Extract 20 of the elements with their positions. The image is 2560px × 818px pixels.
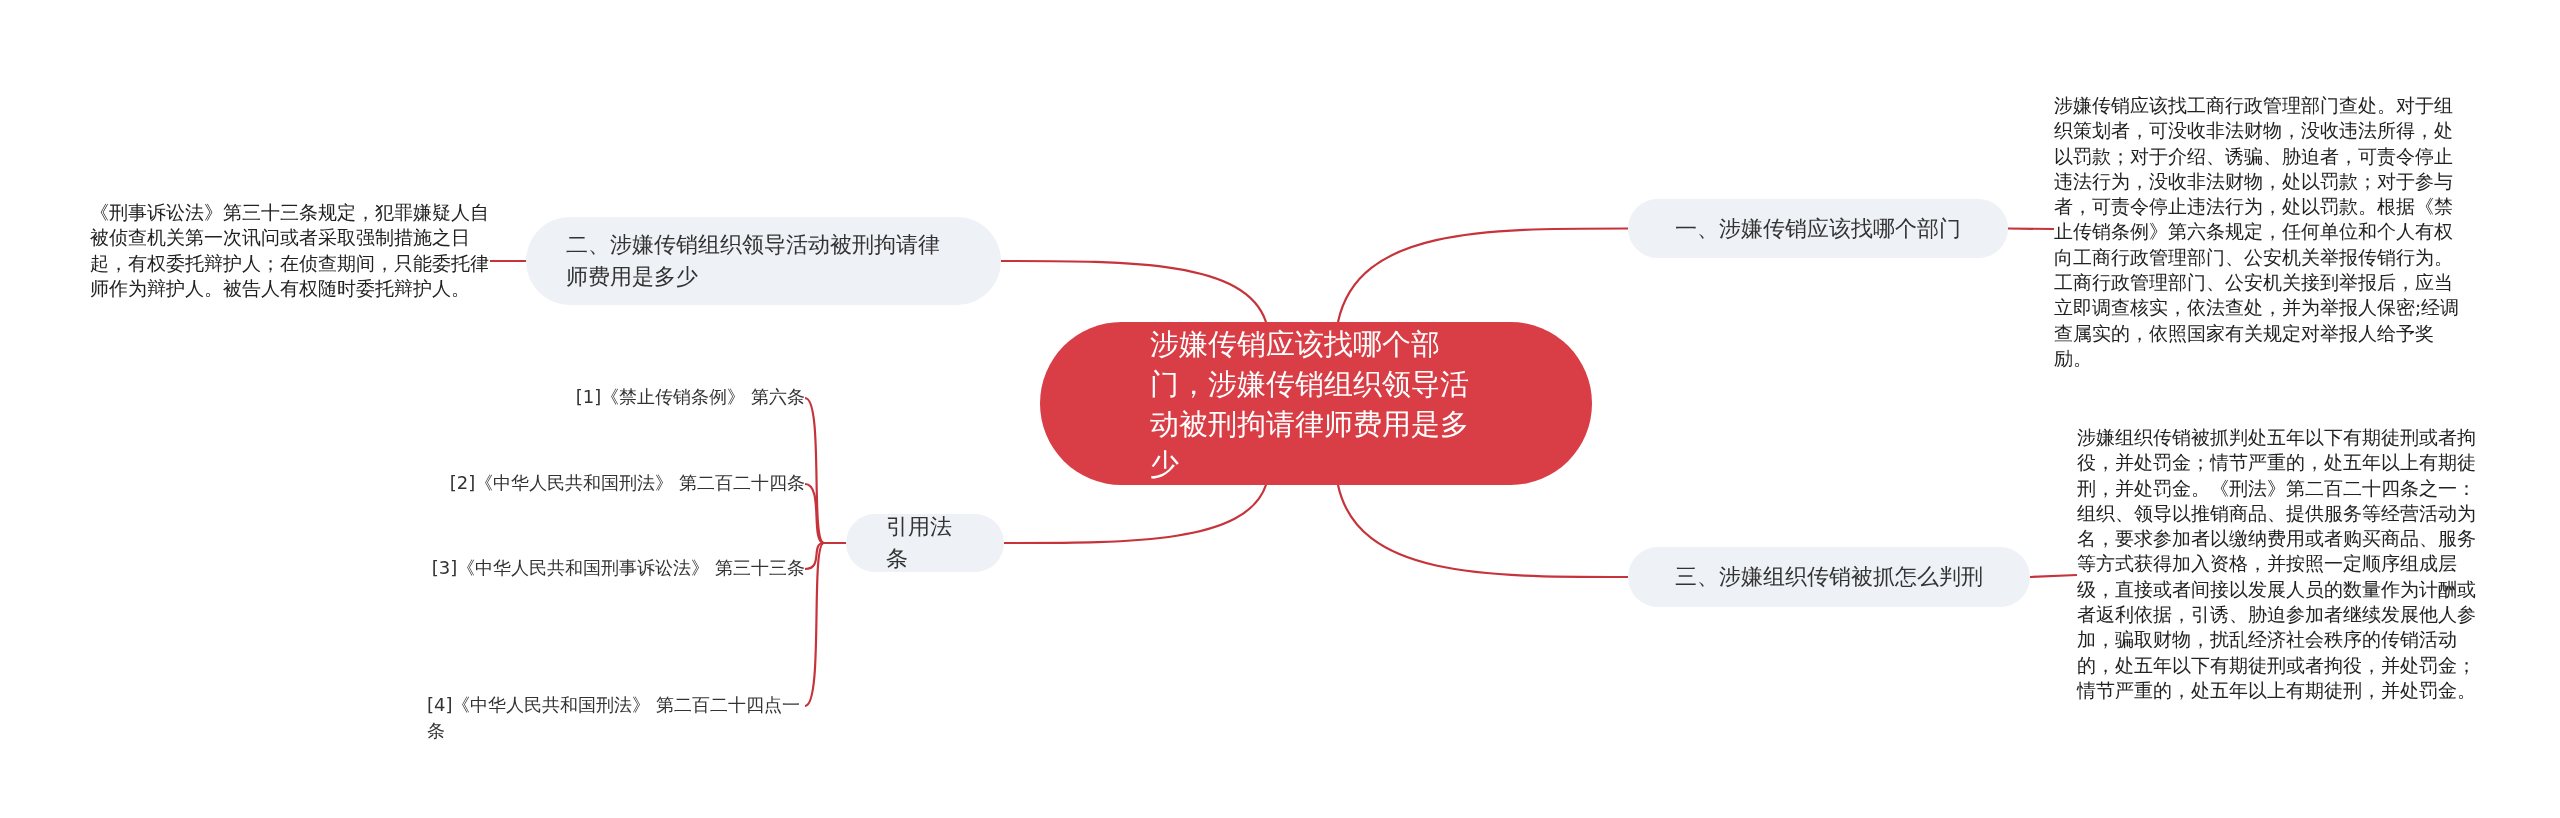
reference-text: [1]《禁止传销条例》 第六条 <box>575 384 805 410</box>
note-text: 涉嫌传销应该找工商行政管理部门查处。对于组织策划者，可没收非法财物，没收违法所得，处以罚款；对于介绍、诱骗、胁迫者，可责令停止违法行为，没收非法财物，处以罚款；对于参与者，可责令停止违法行为，处以罚款。根据《禁止传销条例》第六条规定，任何单位和个人有权向工商行政管理部门、公安机关举报传销行为。工商行政管理部门、公安机关接到举报后，应当立即调查核实，依法查处，并为举报人保密;经调查属实的，依照国家有关规定对举报人给予奖励。 <box>2054 93 2464 372</box>
topic-pill: 引用法条 <box>846 514 1004 572</box>
connector-line <box>2008 227 2054 231</box>
reference-text: [4]《中华人民共和国刑法》 第二百二十四点一条 <box>427 692 805 744</box>
connector-line <box>1004 484 1267 545</box>
connector-line <box>804 541 846 707</box>
connector-line <box>1336 484 1628 579</box>
topic-pill: 二、涉嫌传销组织领导活动被刑拘请律师费用是多少 <box>526 217 1001 305</box>
note-text: 《刑事诉讼法》第三十三条规定，犯罪嫌疑人自被侦查机关第一次讯问或者采取强制措施之日起，有权委托辩护人；在侦查期间，只能委托律师作为辩护人。被告人有权随时委托辩护人。 <box>90 200 490 302</box>
reference-text: [2]《中华人民共和国刑法》 第二百二十四条 <box>449 470 805 496</box>
reference-text: [3]《中华人民共和国刑事诉讼法》 第三十三条 <box>431 555 805 581</box>
connector-line <box>2029 573 2078 579</box>
connector-line <box>1001 259 1267 323</box>
central-topic: 涉嫌传销应该找哪个部门，涉嫌传销组织领导活动被刑拘请律师费用是多少 <box>1040 322 1592 485</box>
topic-pill: 三、涉嫌组织传销被抓怎么判刑 <box>1628 547 2030 607</box>
connector-line <box>490 259 526 263</box>
note-text: 涉嫌组织传销被抓判处五年以下有期徒刑或者拘役，并处罚金；情节严重的，处五年以上有期徒刑，并处罚金。《刑法》第二百二十四条之一：组织、领导以推销商品、提供服务等经营活动为名，要求参加者以缴纳费用或者购买商品、服务等方式获得加入资格，并按照一定顺序组成层级，直接或者间接以发展人员的数量作为计酬或者返利依据，引诱、胁迫参加者继续发展他人参加，骗取财物，扰乱经济社会秩序的传销活动的，处五年以下有期徒刑或者拘役，并处罚金；情节严重的，处五年以上有期徒刑，并处罚金。 <box>2077 425 2487 704</box>
topic-pill: 一、涉嫌传销应该找哪个部门 <box>1628 199 2008 258</box>
connector-line <box>1336 227 1628 323</box>
